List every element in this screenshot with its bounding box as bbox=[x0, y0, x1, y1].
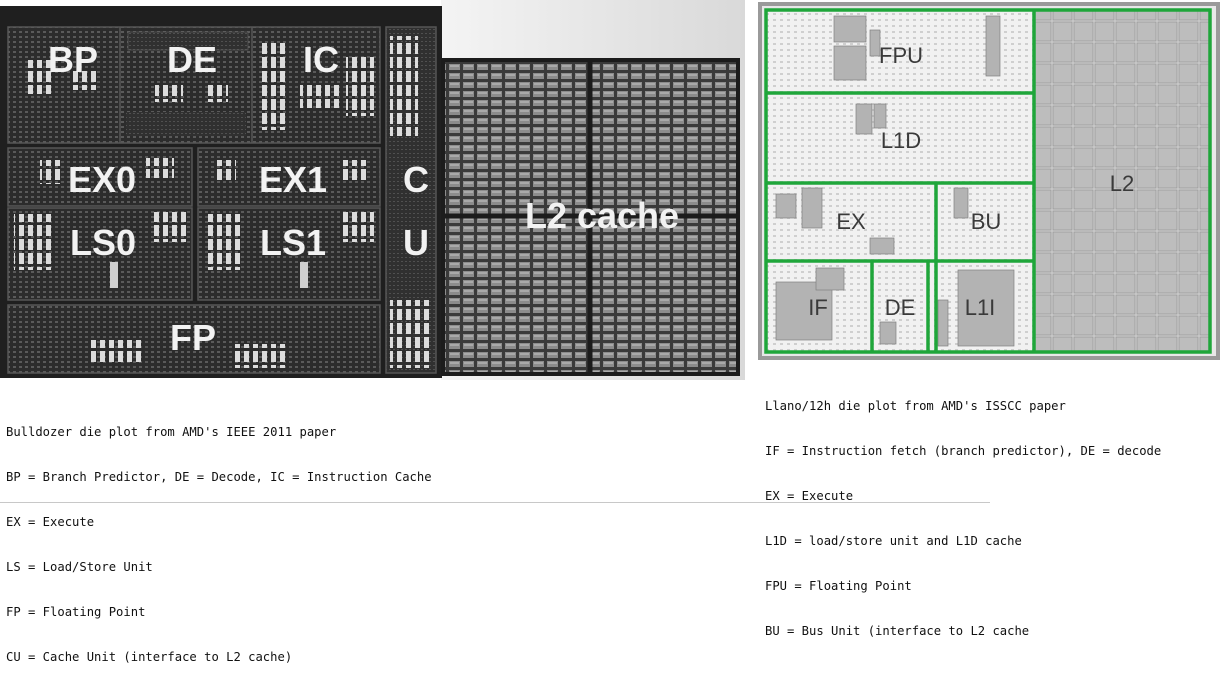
caption-line: LS = Load/Store Unit bbox=[6, 560, 153, 574]
caption-line: Bulldozer die plot from AMD's IEEE 2011 … bbox=[6, 425, 337, 439]
ex0-label: EX0 bbox=[68, 159, 136, 200]
cu-label-bottom: U bbox=[403, 222, 429, 263]
if-label: IF bbox=[808, 295, 828, 320]
ex-label: EX bbox=[836, 209, 866, 234]
divider bbox=[0, 502, 990, 503]
fp-label: FP bbox=[170, 317, 216, 358]
ic-label: IC bbox=[303, 39, 339, 80]
caption-line: Llano/12h die plot from AMD's ISSCC pape… bbox=[765, 399, 1066, 413]
llano-caption: Llano/12h die plot from AMD's ISSCC pape… bbox=[765, 369, 1161, 654]
ls0-label: LS0 bbox=[70, 222, 136, 263]
caption-line: EX = Execute bbox=[765, 489, 854, 503]
l2-cache-label: L2 cache bbox=[525, 195, 679, 236]
caption-line: BP = Branch Predictor, DE = Decode, IC =… bbox=[6, 470, 432, 484]
ex1-label: EX1 bbox=[259, 159, 327, 200]
caption-line: FPU = Floating Point bbox=[765, 579, 912, 593]
caption-line: FP = Floating Point bbox=[6, 605, 146, 619]
de-label: DE bbox=[167, 39, 217, 80]
bulldozer-caption: Bulldozer die plot from AMD's IEEE 2011 … bbox=[6, 395, 432, 680]
bulldozer-die-plot: BP DE IC EX0 EX1 LS0 LS1 FP C U L2 cache bbox=[0, 0, 745, 380]
llano-die-plot: FPU L1D EX BU IF DE L1I L2 bbox=[758, 2, 1220, 360]
cu-label-top: C bbox=[403, 159, 429, 200]
bu-label: BU bbox=[971, 209, 1002, 234]
l1i-label: L1I bbox=[965, 295, 996, 320]
l1d-label: L1D bbox=[881, 128, 921, 153]
bp-label: BP bbox=[48, 39, 98, 80]
l2-label: L2 bbox=[1110, 171, 1134, 196]
caption-line: EX = Execute bbox=[6, 515, 95, 529]
fpu-label: FPU bbox=[879, 43, 923, 68]
caption-line: CU = Cache Unit (interface to L2 cache) bbox=[6, 650, 293, 664]
ls1-label: LS1 bbox=[260, 222, 326, 263]
caption-line: BU = Bus Unit (interface to L2 cache bbox=[765, 624, 1030, 638]
caption-line: L1D = load/store unit and L1D cache bbox=[765, 534, 1022, 548]
caption-line: IF = Instruction fetch (branch predictor… bbox=[765, 444, 1162, 458]
de-label: DE bbox=[885, 295, 916, 320]
